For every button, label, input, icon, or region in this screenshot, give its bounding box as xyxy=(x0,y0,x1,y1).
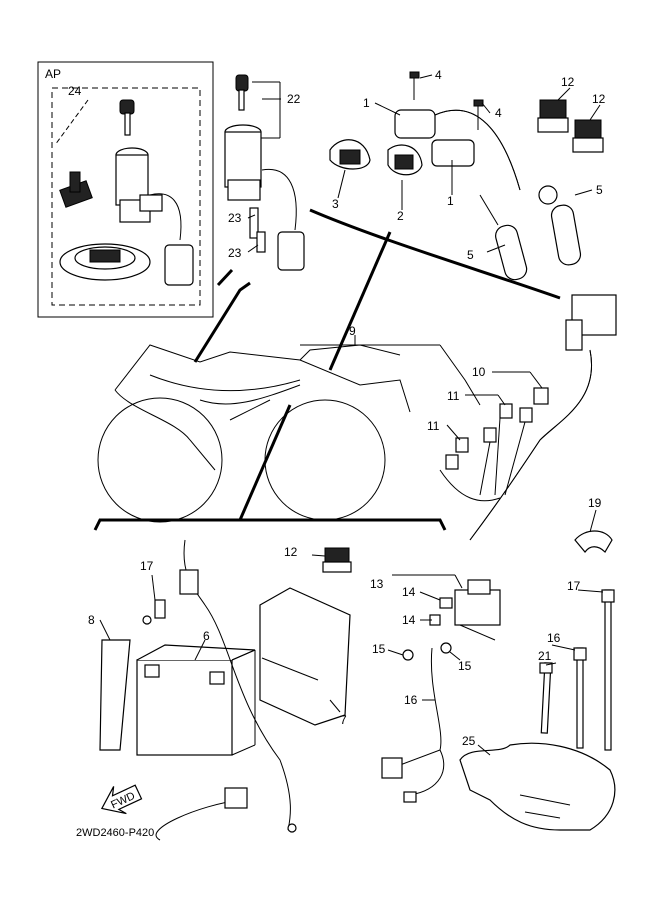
callout-22: 22 xyxy=(287,92,301,106)
callout-8: 8 xyxy=(88,613,95,627)
callout-5a: 5 xyxy=(596,183,603,197)
seat-lock-icon xyxy=(59,171,93,208)
callout-1a: 1 xyxy=(363,96,370,110)
callout-15a: 15 xyxy=(372,642,386,656)
ap-box-label: AP xyxy=(45,67,61,81)
harness-detail xyxy=(300,294,617,541)
callout-21: 21 xyxy=(538,649,552,663)
callout-19: 17 xyxy=(567,579,581,593)
callout-11b: 11 xyxy=(427,419,440,433)
callout-5b: 5 xyxy=(467,248,474,262)
callout-9: 9 xyxy=(349,324,356,338)
callout-3: 3 xyxy=(332,197,339,211)
callout-17: 17 xyxy=(140,559,154,573)
ap-kit-box: AP xyxy=(37,61,214,318)
callout-4b: 4 xyxy=(495,106,502,120)
motorcycle-outline xyxy=(97,344,411,523)
callout-24: 24 xyxy=(68,84,82,98)
drawing-code: 2WD2460-P420 xyxy=(76,827,154,839)
key-icon xyxy=(119,99,135,136)
callout-10: 10 xyxy=(472,365,486,379)
callout-23a: 23 xyxy=(228,211,242,225)
ignition-coil-group xyxy=(309,71,604,300)
fwd-arrow-icon: FWD xyxy=(100,784,143,815)
callout-12c: 12 xyxy=(284,545,298,559)
callout-15b: 15 xyxy=(458,659,472,673)
callout-14b: 14 xyxy=(402,613,416,627)
callout-25: 25 xyxy=(462,734,476,748)
callout-6: 6 xyxy=(203,629,210,643)
callout-12b: 12 xyxy=(592,92,606,106)
fuel-cap-icon xyxy=(59,243,151,281)
callout-18: 16 xyxy=(547,631,561,645)
callout-14a: 14 xyxy=(402,585,416,599)
ignition-switch-icon xyxy=(115,147,194,286)
callout-23b: 23 xyxy=(228,246,242,260)
callout-20: 19 xyxy=(588,496,602,510)
callout-4a: 4 xyxy=(435,68,442,82)
callout-2: 2 xyxy=(397,209,404,223)
callout-13: 13 xyxy=(370,577,384,591)
ignition-key-set xyxy=(224,74,305,271)
callout-16: 16 xyxy=(404,693,418,707)
callout-lines xyxy=(99,74,604,756)
callout-12a: 12 xyxy=(561,75,575,89)
battery-section: FWD xyxy=(99,530,616,841)
callout-11a: 11 xyxy=(447,389,460,403)
callout-labels: 24 22 23 23 4 4 1 1 3 2 5 5 12 12 9 10 1… xyxy=(68,68,606,748)
callout-7: 7 xyxy=(340,713,347,727)
callout-1b: 1 xyxy=(447,194,454,208)
